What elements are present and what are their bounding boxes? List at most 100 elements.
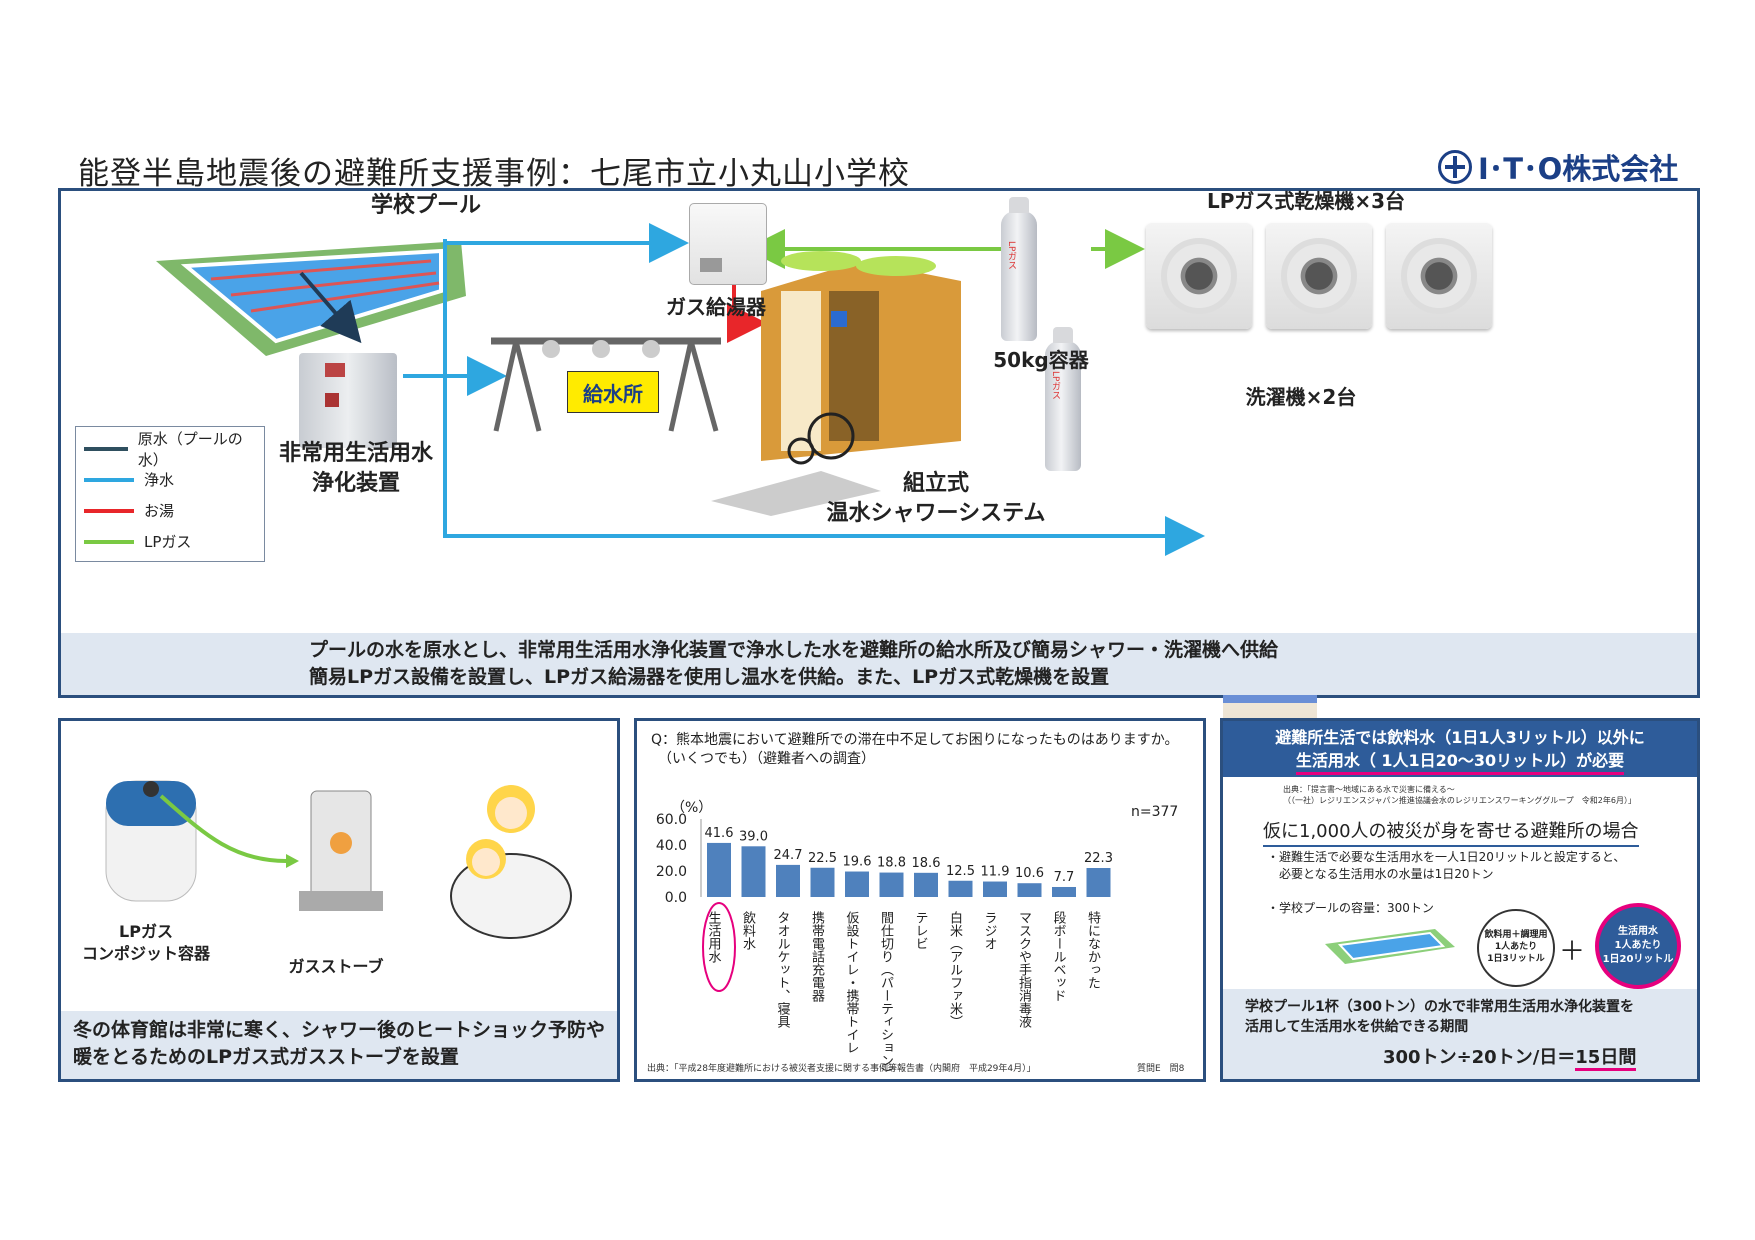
right-source-line2: （（一社）レジリエンスジャパン推進協議会水のレジリエンスワーキンググループ 令和… xyxy=(1283,796,1636,805)
flow-legend: 原水（プールの水） 浄水 お湯 LPガス xyxy=(75,426,265,562)
right-header-line1: 避難所生活では飲料水（1日1人3リットル）以外に xyxy=(1275,728,1645,747)
category-label: タオルケット、寝具 xyxy=(775,911,791,1028)
bar xyxy=(810,867,835,897)
purifier-label: 非常用生活用水 浄化装置 xyxy=(261,439,451,499)
left-caption-band: 冬の体育館は非常に寒く、シャワー後のヒートショック予防や 暖をとるためのLPガス… xyxy=(61,1011,617,1079)
right-bullet2: ・学校プールの容量：300トン xyxy=(1267,901,1434,915)
question-line2: （いくつでも）（避難者への調査） xyxy=(651,751,875,767)
bar xyxy=(1017,883,1042,897)
highlight-ring xyxy=(702,902,736,992)
circle2-line1: 生活用水 xyxy=(1618,926,1658,937)
bottom-middle-panel: Q：熊本地震において避難所での滞在中不足してお困りになったものはありますか。 （… xyxy=(634,718,1206,1082)
bar xyxy=(914,872,938,897)
circle2-line2: 1人あたり xyxy=(1614,940,1662,951)
result-value: 15日間 xyxy=(1575,1047,1637,1071)
legend-swatch xyxy=(84,477,134,482)
circle-living-water: 生活用水 1人あたり 1日20リットル xyxy=(1595,903,1681,989)
purifier-label-line1: 非常用生活用水 xyxy=(278,441,433,466)
bar xyxy=(707,842,731,897)
chart-n: n=377 xyxy=(1131,804,1179,820)
data-label: 18.8 xyxy=(877,856,906,871)
result-prefix: 300トン÷20トン/日＝ xyxy=(1383,1047,1576,1068)
bullet1-line2: 必要となる生活用水の水量は1日20トン xyxy=(1267,867,1494,881)
top-panel: 学校プール 非常用生活用水 浄化装置 ガス給湯器 給水所 組立式 温水シャワーシ… xyxy=(58,188,1700,939)
cylinder-label: 50kg容器 xyxy=(993,348,1089,372)
circle2-line3: 1日20リットル xyxy=(1602,954,1674,965)
shower-booth-illustration xyxy=(711,251,961,516)
left-caption-line2: 暖をとるためのLPガス式ガスストーブを設置 xyxy=(73,1046,459,1068)
y-tick-label: 40.0 xyxy=(656,838,687,854)
question-line1: Q：熊本地震において避難所での滞在中不足してお困りになったものはありますか。 xyxy=(651,732,1179,748)
legend-row-hot-water: お湯 xyxy=(84,495,256,526)
category-label: テレビ xyxy=(913,911,928,950)
bar xyxy=(776,864,800,897)
dryer-label: LPガス式乾燥機×3台 xyxy=(1206,189,1406,213)
bar xyxy=(741,846,766,897)
container-label-line2: コンポジット容器 xyxy=(81,944,210,963)
bottom-left-panel: LPガス コンポジット容器 ガスストーブ 冬の体育館は非常に寒く、シャワー後のヒ… xyxy=(58,718,620,1082)
right-bullet1: ・避難生活で必要な生活用水を一人1日20リットルと設定すると、 必要となる生活用… xyxy=(1267,849,1625,883)
data-label: 12.5 xyxy=(946,864,975,879)
data-label: 7.7 xyxy=(1054,870,1075,885)
dryer-3 xyxy=(1386,223,1492,329)
category-label: 特になかった xyxy=(1085,911,1101,989)
right-subtitle: 仮に1,000人の被災が身を寄せる避難所の場合 xyxy=(1263,817,1639,847)
shower-label-line2: 温水シャワーシステム xyxy=(826,501,1046,526)
school-pool-illustration xyxy=(156,241,466,356)
data-label: 22.5 xyxy=(808,851,837,866)
dryer-drum-icon xyxy=(1281,238,1357,314)
category-label: ラジオ xyxy=(982,911,997,950)
gas-stove-label: ガスストーブ xyxy=(288,957,384,976)
shower-label-line1: 組立式 xyxy=(902,471,969,496)
data-label: 24.7 xyxy=(774,848,803,863)
legend-label: 浄水 xyxy=(144,471,175,489)
data-label: 10.6 xyxy=(1015,866,1044,881)
flow-diagram xyxy=(156,223,1205,556)
legend-row-raw-water: 原水（プールの水） xyxy=(84,430,256,469)
people-in-blanket-illustration xyxy=(450,785,572,939)
circle1-line3: 1日3リットル xyxy=(1487,954,1545,964)
composite-container-label: LPガス コンポジット容器 xyxy=(71,921,221,965)
category-label: 間仕切り（パーティション） xyxy=(878,911,894,1079)
legend-swatch xyxy=(84,539,134,544)
washer-label: 洗濯機×2台 xyxy=(1245,385,1357,409)
category-label: 段ボールベッド xyxy=(1051,911,1067,1002)
right-header: 避難所生活では飲料水（1日1人3リットル）以外に 生活用水（ 1人1日20～30… xyxy=(1223,721,1697,777)
mini-pool-icon xyxy=(1325,929,1455,964)
gas-water-heater-illustration xyxy=(689,203,767,285)
right-source-line1: 出典：「提言書～地域にある水で災害に備える～ xyxy=(1283,785,1455,794)
top-caption-line1: プールの水を原水とし、非常用生活用水浄化装置で浄水した水を避難所の給水所及び簡易… xyxy=(309,639,1279,661)
category-label: 白米（アルファ米） xyxy=(947,910,963,1028)
data-label: 22.3 xyxy=(1084,851,1113,866)
left-caption-line1: 冬の体育館は非常に寒く、シャワー後のヒートショック予防や xyxy=(73,1019,606,1041)
chart-ref: 質問E 問8 xyxy=(1137,1064,1185,1074)
gas-water-heater-label: ガス給湯器 xyxy=(666,295,766,319)
right-result: 300トン÷20トン/日＝15日間 xyxy=(1245,1043,1697,1071)
circle1-line1: 飲料用＋調理用 xyxy=(1484,930,1548,940)
bar xyxy=(1052,886,1076,897)
purifier-label-line2: 浄化装置 xyxy=(311,471,400,496)
left-illustrations xyxy=(105,780,572,939)
composite-container-illustration xyxy=(105,780,197,902)
container-label-line1: LPガス xyxy=(119,922,173,941)
data-label: 19.6 xyxy=(843,855,872,870)
top-caption-band: プールの水を原水とし、非常用生活用水浄化装置で浄水した水を避難所の給水所及び簡易… xyxy=(61,633,1697,695)
logo-text: I･T･O株式会社 xyxy=(1478,152,1679,186)
plus-sign: ＋ xyxy=(1559,937,1586,967)
bar xyxy=(983,881,1007,897)
purifier-illustration xyxy=(299,353,397,448)
gas-stove-illustration xyxy=(299,790,383,911)
bottom-right-panel: 避難所生活では飲料水（1日1人3リットル）以外に 生活用水（ 1人1日20～30… xyxy=(1220,718,1700,1082)
water-station-label: 給水所 xyxy=(583,381,643,406)
right-source: 出典：「提言書～地域にある水で災害に備える～ （（一社）レジリエンスジャパン推進… xyxy=(1283,784,1693,806)
data-label: 41.6 xyxy=(705,826,734,841)
pool-label: 学校プール xyxy=(370,193,481,218)
right-caption-line1: 学校プール1杯（300トン）の水で非常用生活用水浄化装置を xyxy=(1245,999,1634,1015)
circle-drinking-water: 飲料用＋調理用 1人あたり 1日3リットル xyxy=(1477,909,1555,987)
dryer-2 xyxy=(1266,223,1372,329)
legend-row-clean-water: 浄水 xyxy=(84,464,256,495)
top-caption-line2: 簡易LPガス設備を設置し、LPガス給湯器を使用し温水を供給。また、LPガス式乾燥… xyxy=(309,666,1110,688)
data-label: 11.9 xyxy=(981,865,1010,880)
y-tick-label: 20.0 xyxy=(656,864,687,880)
category-label: マスクや手指消毒液 xyxy=(1016,911,1032,1028)
